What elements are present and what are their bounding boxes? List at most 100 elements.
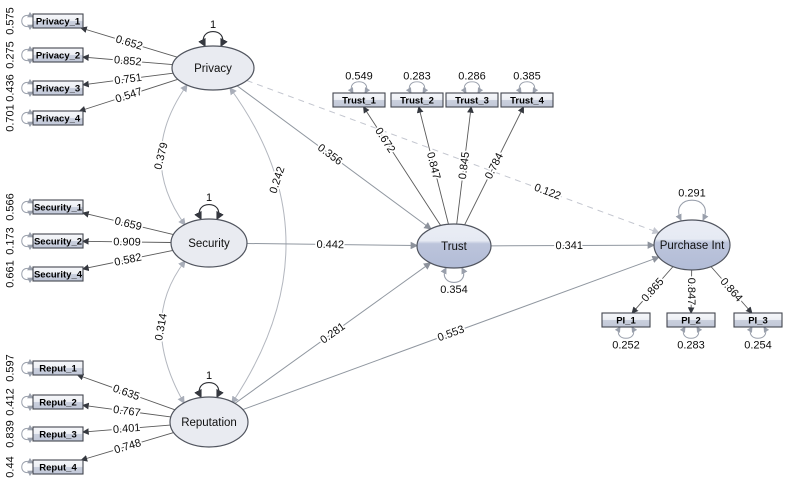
latent-label: Trust (441, 241, 468, 253)
latent-label: Privacy (194, 63, 232, 75)
error-variance-label: 0.575 (5, 7, 17, 35)
loading-pi_3 (710, 266, 753, 314)
observed-pi_3 (733, 312, 783, 328)
observed-reput_4 (32, 459, 84, 475)
path-reputation-trust (234, 262, 432, 404)
loading-label: 0.847 (424, 151, 442, 181)
error-variance-label: 0.252 (612, 340, 640, 352)
error-variance-label: 0.283 (403, 71, 431, 83)
error-variance-label: 0.701 (5, 104, 17, 132)
covariance-arrow-security-reputation (160, 260, 186, 404)
error-loop-pi_1 (614, 326, 638, 339)
observed-privacy_1 (32, 13, 84, 29)
loading-label: 0.401 (112, 422, 140, 436)
observed-reput_2 (32, 394, 84, 410)
latent-purchase (653, 219, 731, 271)
observed-label: Reput_2 (39, 398, 76, 409)
observed-label: Privacy_3 (36, 84, 80, 95)
observed-label: Security_4 (34, 270, 83, 281)
path-coefficient: 0.442 (316, 239, 344, 251)
observed-label: Trust_2 (400, 96, 434, 107)
latent-reputation (169, 396, 249, 448)
error-loop-reput_4 (21, 457, 34, 477)
observed-trust_1 (332, 92, 386, 108)
loading-label: 0.672 (372, 126, 397, 156)
error-variance-label: 0.385 (513, 71, 541, 83)
loading-security_2 (81, 238, 172, 245)
error-variance-label: 0.412 (5, 388, 17, 416)
observed-privacy_2 (32, 47, 84, 63)
error-loop-reput_1 (21, 358, 34, 378)
observed-privacy_4 (32, 110, 84, 126)
latent-privacy (171, 45, 255, 91)
variance-loop-security (194, 204, 224, 221)
latent-security (170, 218, 248, 268)
observed-trust_3 (445, 92, 499, 108)
path-privacy-trust (236, 85, 432, 230)
error-variance-label: 0.283 (677, 340, 705, 352)
observed-label: Security_2 (34, 237, 82, 248)
observed-label: Privacy_4 (36, 114, 81, 125)
loading-security_4 (82, 249, 173, 272)
covariance-arrow-privacy-security (160, 84, 188, 226)
latent-label: Security (188, 238, 230, 250)
error-loop-security_4 (21, 264, 34, 284)
loading-label: 0.847 (685, 278, 697, 306)
loading-trust_2 (416, 106, 449, 225)
observed-label: Security_1 (34, 203, 83, 214)
path-reputation-purchase (242, 255, 660, 411)
error-variance-label: 0.44 (5, 456, 17, 477)
observed-label: PI_3 (748, 316, 768, 327)
loading-reput_2 (81, 402, 171, 418)
covariance-label: 0.314 (153, 312, 170, 341)
observed-label: Trust_3 (455, 96, 489, 107)
error-variance-label: 0.597 (5, 354, 17, 382)
path-coefficient: 0.341 (555, 240, 583, 252)
loading-reput_4 (80, 432, 174, 462)
nodes-layer: Privacy_1Privacy_2Privacy_3Privacy_4Secu… (32, 13, 783, 475)
path-coefficient: 0.122 (532, 182, 562, 203)
variance-label: 1 (206, 370, 212, 382)
loading-pi_1 (631, 266, 674, 314)
error-variance-label: 0.661 (5, 260, 17, 288)
loading-pi_2 (687, 269, 695, 315)
error-loop-pi_3 (746, 326, 770, 339)
loading-reput_1 (76, 373, 176, 411)
error-variance-label: 0.275 (5, 41, 17, 69)
loading-label: 0.852 (113, 54, 141, 68)
path-privacy-purchase (246, 80, 660, 235)
loading-trust_3 (456, 105, 474, 225)
loading-label: 0.659 (113, 215, 143, 233)
observed-reput_1 (32, 360, 84, 376)
path-trust-purchase (490, 241, 656, 249)
variance-loop-purchase (675, 199, 709, 221)
error-variance-label: 0.436 (5, 74, 17, 102)
latent-label: Reputation (181, 417, 237, 429)
observed-label: Trust_1 (342, 96, 377, 107)
variance-label: 0.291 (678, 188, 706, 200)
error-loop-trust_3 (460, 81, 484, 94)
error-variance-label: 0.566 (5, 193, 17, 221)
loading-trust_4 (464, 106, 524, 226)
error-loop-security_2 (21, 231, 34, 251)
error-loop-trust_2 (405, 81, 429, 94)
observed-trust_4 (500, 92, 554, 108)
observed-label: Privacy_2 (36, 51, 80, 62)
loading-trust_1 (363, 106, 442, 226)
error-variance-label: 0.254 (744, 340, 772, 352)
path-coefficient: 0.356 (315, 142, 344, 168)
observed-label: Reput_4 (39, 463, 77, 474)
error-loop-reput_2 (21, 392, 34, 412)
observed-pi_2 (666, 312, 716, 328)
path-coefficient: 0.553 (436, 323, 466, 344)
observed-label: PI_2 (681, 316, 701, 327)
variance-loop-reputation (194, 382, 224, 399)
error-loop-privacy_3 (21, 78, 34, 98)
error-loop-privacy_1 (21, 11, 34, 31)
observed-privacy_3 (32, 80, 84, 96)
error-loop-security_1 (21, 197, 34, 217)
variance-loop-trust (440, 267, 468, 283)
covariance-label: 0.242 (268, 165, 288, 195)
loading-label: 0.582 (113, 251, 142, 268)
